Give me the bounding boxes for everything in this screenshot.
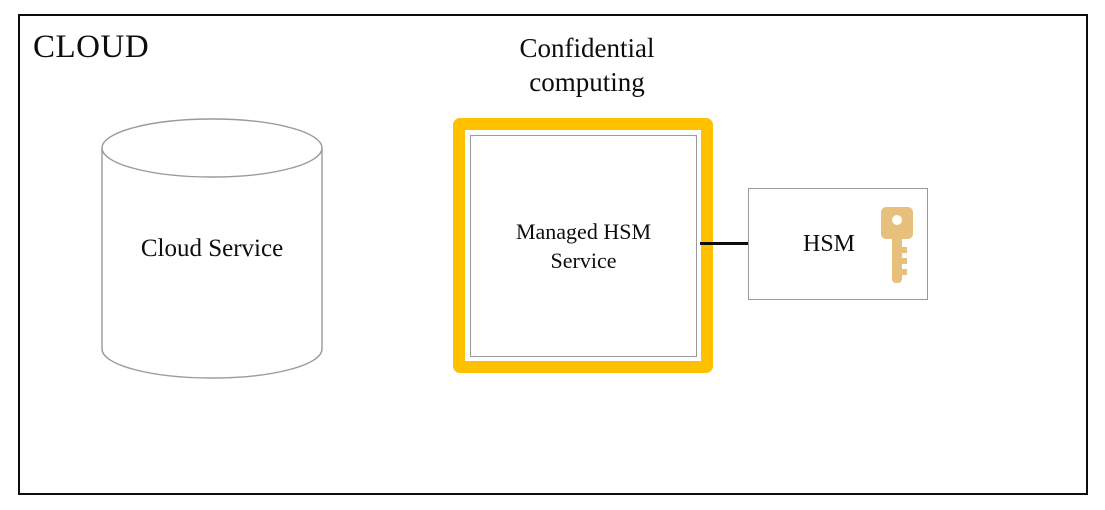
managed-hsm-service-box: Managed HSM Service xyxy=(470,135,697,357)
confidential-computing-caption-line2: computing xyxy=(529,67,645,97)
cloud-title: CLOUD xyxy=(33,29,150,65)
managed-hsm-service-label-line1: Managed HSM xyxy=(515,219,652,244)
key-icon xyxy=(880,206,914,284)
managed-hsm-service-label: Managed HSM Service xyxy=(516,217,651,275)
managed-hsm-service-label-line2: Service xyxy=(550,248,617,273)
cloud-boundary-rectangle xyxy=(18,14,1088,495)
confidential-computing-caption: Confidential computing xyxy=(437,31,737,99)
cloud-service-cylinder: Cloud Service xyxy=(101,118,323,379)
connector-managed-hsm-service-to-hsm xyxy=(700,242,750,245)
hsm-box: HSM xyxy=(748,188,928,300)
hsm-label: HSM xyxy=(802,230,856,257)
cloud-service-label: Cloud Service xyxy=(140,234,284,262)
confidential-computing-caption-line1: Confidential xyxy=(519,33,655,63)
